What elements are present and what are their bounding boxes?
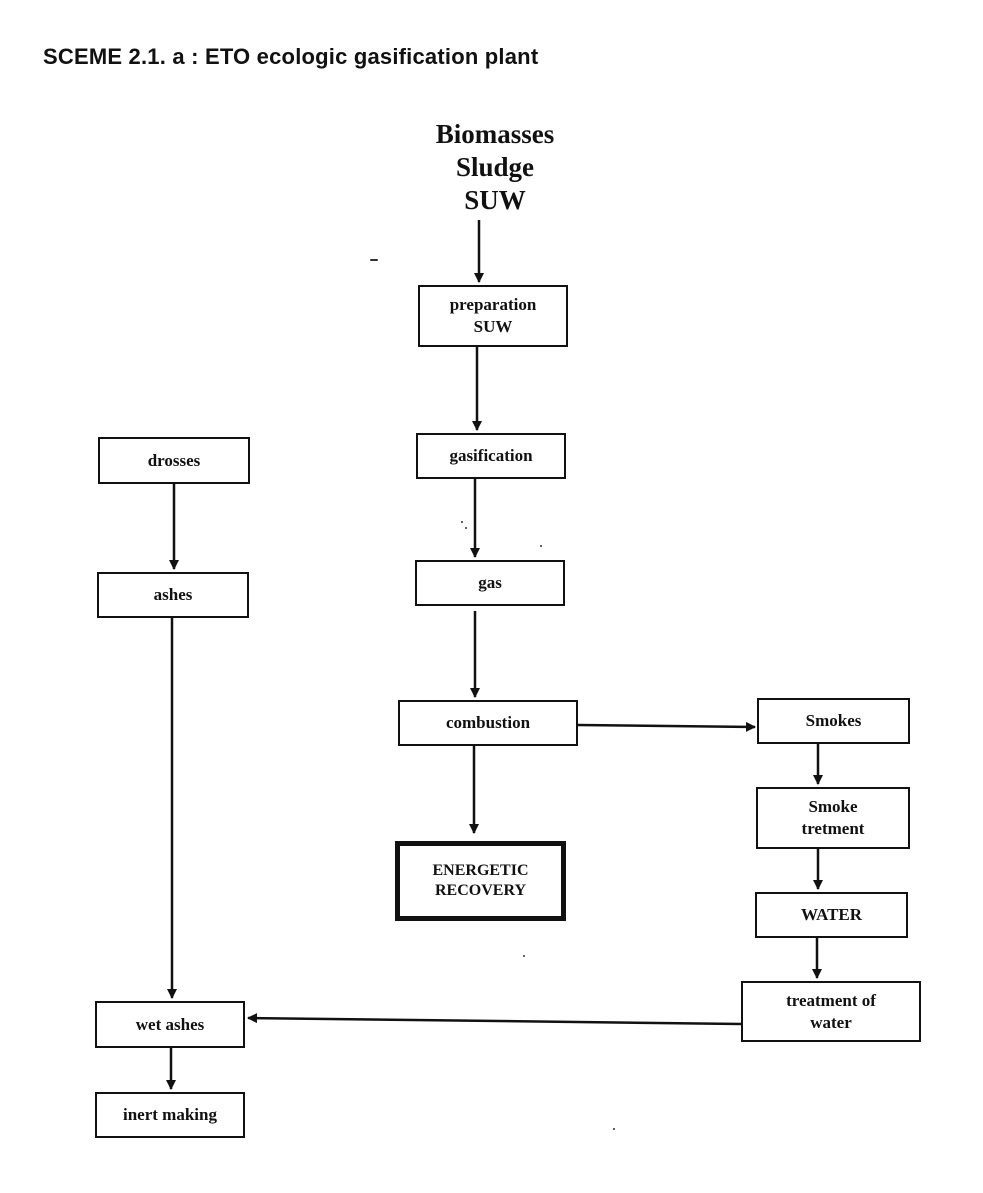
energetic-recovery-box: ENERGETIC RECOVERY — [395, 841, 566, 921]
drosses-box: drosses — [98, 437, 250, 484]
gas-label: gas — [478, 573, 502, 592]
wet-ashes-label: wet ashes — [135, 1014, 205, 1034]
treatment-of-water-line-2: water — [810, 1012, 852, 1032]
arrow-combustion-to-smokes — [577, 721, 756, 732]
smoke-treatment-line-1: Smoke — [808, 797, 858, 816]
ashes-label: ashes — [153, 585, 193, 604]
scan-speck — [461, 521, 463, 523]
water-box: WATER — [755, 892, 908, 938]
preparation-line-2: SUW — [473, 317, 513, 336]
preparation-suw-box: preparation SUW — [418, 285, 568, 347]
combustion-label: combustion — [445, 713, 531, 732]
inert-making-box: inert making — [95, 1092, 245, 1138]
combustion-box: combustion — [398, 700, 578, 746]
wet-ashes-box: wet ashes — [95, 1001, 245, 1048]
water-label: WATER — [800, 905, 863, 924]
gasification-box: gasification — [416, 433, 566, 479]
drosses-label: drosses — [147, 450, 201, 470]
gasification-label: gasification — [449, 446, 533, 465]
ashes-box: ashes — [97, 572, 249, 618]
energetic-recovery-line-1: ENERGETIC — [432, 862, 529, 879]
treatment-of-water-line-1: treatment of — [786, 990, 876, 1010]
smokes-box: Smokes — [757, 698, 910, 744]
scan-speck — [370, 259, 378, 261]
treatment-of-water-box: treatment of water — [741, 981, 921, 1042]
input-line-suw: SUW — [464, 185, 526, 215]
input-materials-label: Biomasses Sludge SUW — [380, 118, 610, 217]
scan-speck — [523, 955, 525, 957]
smoke-treatment-line-2: tretment — [801, 819, 865, 838]
energetic-recovery-line-2: RECOVERY — [435, 882, 526, 899]
arrow-treatment-of-water-to-wet-ashes — [247, 1013, 742, 1026]
gas-box: gas — [415, 560, 565, 606]
scan-speck — [613, 1128, 615, 1130]
smoke-treatment-box: Smoke tretment — [756, 787, 910, 849]
inert-making-label: inert making — [123, 1105, 217, 1124]
scan-speck — [540, 545, 542, 547]
preparation-line-1: preparation — [449, 295, 537, 314]
smokes-label: Smokes — [805, 711, 862, 730]
diagram-title: SCEME 2.1. a : ETO ecologic gasification… — [43, 44, 539, 69]
input-line-sludge: Sludge — [455, 152, 535, 182]
scan-speck — [465, 527, 467, 529]
input-line-biomasses: Biomasses — [435, 119, 555, 149]
